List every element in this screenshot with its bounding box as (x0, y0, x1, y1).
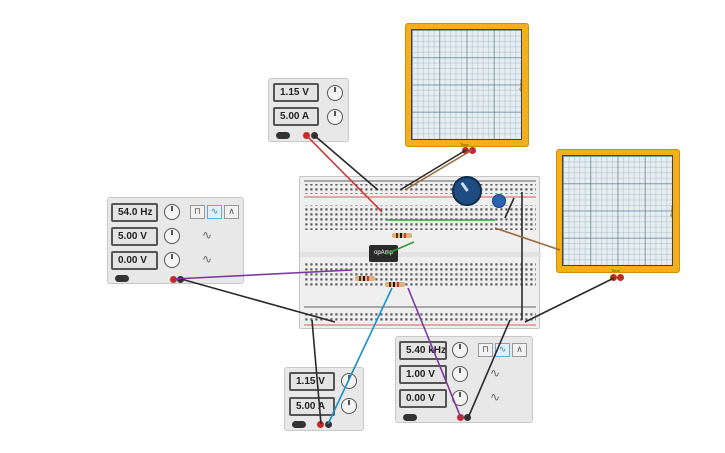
power-supply-bottom-voltage-display: 1.15 V (289, 372, 335, 391)
oscilloscope-top-screen (411, 29, 522, 140)
function-generator-left-power-switch[interactable] (115, 275, 129, 282)
opamp-chip[interactable]: opAmp (369, 245, 398, 262)
power-supply-bottom-terminal-neg[interactable] (325, 421, 332, 428)
function-generator-right-frequency-knob[interactable] (452, 342, 468, 358)
function-generator-right-triangle-button[interactable]: ∧ (512, 343, 527, 357)
function-generator-left-frequency-display: 54.0 Hz (111, 203, 158, 222)
power-supply-top-power-switch[interactable] (276, 132, 290, 139)
function-generator-left-triangle-button[interactable]: ∧ (224, 205, 239, 219)
oscilloscope-right-x-label: Time (611, 268, 620, 273)
power-supply-bottom[interactable]: 1.15 V 5.00 A (284, 367, 364, 431)
oscilloscope-right[interactable]: Voltage Time (556, 149, 680, 273)
amplitude-wave-icon: ∿ (490, 366, 501, 380)
potentiometer[interactable] (452, 176, 482, 206)
power-supply-top-voltage-knob[interactable] (327, 85, 343, 101)
function-generator-left-amplitude-knob[interactable] (164, 228, 180, 244)
function-generator-left-square-button[interactable]: ⊓ (190, 205, 205, 219)
oscilloscope-right-terminal-pos[interactable] (610, 274, 617, 281)
function-generator-right-terminal-neg[interactable] (464, 414, 471, 421)
amplitude-wave-icon: ∿ (202, 228, 213, 242)
power-supply-top-terminal-neg[interactable] (311, 132, 318, 139)
function-generator-right-square-button[interactable]: ⊓ (478, 343, 493, 357)
offset-wave-icon: ∿ (202, 252, 213, 266)
power-supply-top-voltage-display: 1.15 V (273, 83, 319, 102)
oscilloscope-top-terminal-neg[interactable] (469, 147, 476, 154)
function-generator-left-frequency-knob[interactable] (164, 204, 180, 220)
function-generator-right-amplitude-knob[interactable] (452, 366, 468, 382)
oscilloscope-top-terminal-pos[interactable] (462, 147, 469, 154)
function-generator-left-terminal-pos[interactable] (170, 276, 177, 283)
function-generator-right[interactable]: 5.40 kHz 1.00 V 0.00 V ⊓ ∿ ∧ ∿ ∿ (395, 336, 533, 423)
oscilloscope-right-screen (562, 155, 673, 266)
function-generator-right-offset-knob[interactable] (452, 390, 468, 406)
power-supply-bottom-voltage-knob[interactable] (341, 373, 357, 389)
power-supply-bottom-current-knob[interactable] (341, 398, 357, 414)
function-generator-right-sine-button[interactable]: ∿ (495, 343, 510, 357)
function-generator-right-amplitude-display: 1.00 V (399, 365, 447, 384)
function-generator-left-terminal-neg[interactable] (177, 276, 184, 283)
function-generator-right-power-switch[interactable] (403, 414, 417, 421)
function-generator-right-terminal-pos[interactable] (457, 414, 464, 421)
power-supply-bottom-power-switch[interactable] (292, 421, 306, 428)
power-supply-top[interactable]: 1.15 V 5.00 A (268, 78, 349, 142)
oscilloscope-top-y-label: Voltage (519, 79, 524, 93)
function-generator-left-sine-button[interactable]: ∿ (207, 205, 222, 219)
function-generator-left[interactable]: 54.0 Hz 5.00 V 0.00 V ⊓ ∿ ∧ ∿ ∿ (107, 197, 244, 284)
oscilloscope-right-y-label: Voltage (670, 205, 675, 219)
function-generator-left-offset-display: 0.00 V (111, 251, 158, 270)
oscilloscope-top-x-label: Time (460, 142, 469, 147)
power-supply-top-current-display: 5.00 A (273, 107, 319, 126)
function-generator-right-frequency-display: 5.40 kHz (399, 341, 447, 360)
oscilloscope-top[interactable]: Voltage Time (405, 23, 529, 147)
function-generator-left-offset-knob[interactable] (164, 252, 180, 268)
power-supply-top-terminal-pos[interactable] (303, 132, 310, 139)
oscilloscope-right-terminal-neg[interactable] (617, 274, 624, 281)
power-supply-top-current-knob[interactable] (327, 109, 343, 125)
power-supply-bottom-terminal-pos[interactable] (317, 421, 324, 428)
capacitor[interactable] (492, 194, 506, 208)
offset-wave-icon: ∿ (490, 390, 501, 404)
power-supply-bottom-current-display: 5.00 A (289, 397, 335, 416)
function-generator-right-offset-display: 0.00 V (399, 389, 447, 408)
function-generator-left-amplitude-display: 5.00 V (111, 227, 158, 246)
